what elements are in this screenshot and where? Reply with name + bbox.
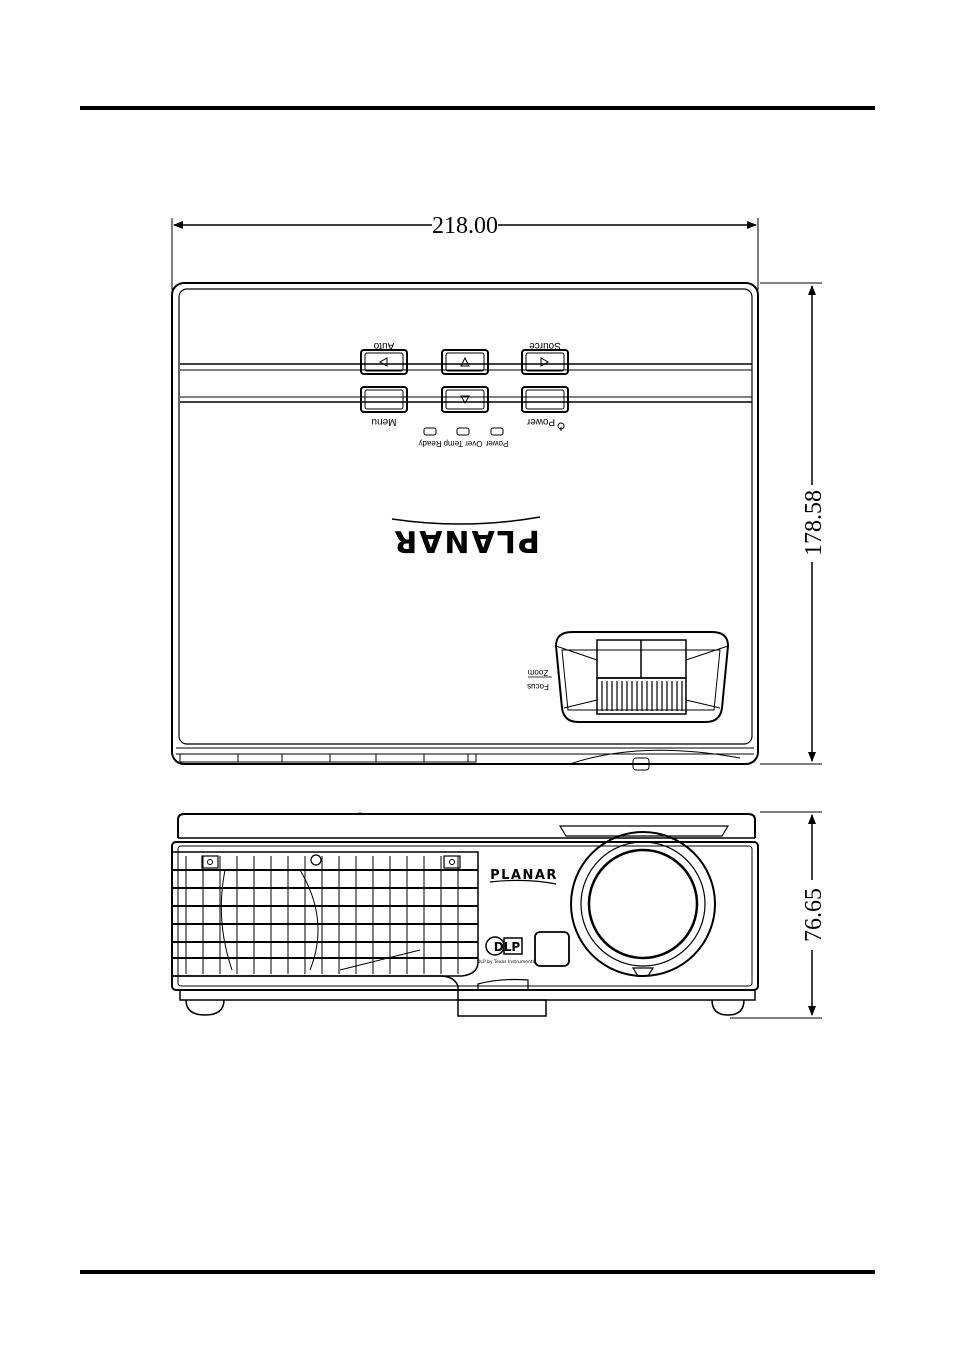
brand-logo-front: PLANAR (490, 868, 558, 883)
ready-led (423, 427, 437, 436)
ir-sensor (310, 854, 322, 866)
top-view-outer-body (171, 282, 759, 765)
height-dimension: 76.65 (730, 811, 827, 1019)
width-value: 218.00 (432, 213, 498, 239)
foot-right (711, 999, 745, 1016)
front-adjust-foot (457, 999, 547, 1017)
front-foot (632, 757, 650, 771)
vent-strip-ticks (237, 754, 469, 762)
fan-arc (220, 869, 233, 971)
brand-swoosh (391, 516, 541, 525)
ready-indicator-label: Ready (418, 439, 441, 448)
top-rule (80, 106, 875, 110)
width-dimension: 218.00 (171, 213, 759, 290)
auto-button[interactable] (360, 349, 408, 375)
menu-label: Menu (371, 416, 396, 427)
height-value: 76.65 (801, 888, 827, 942)
arrow-down-icon (460, 395, 470, 405)
bottom-rule (80, 1270, 875, 1274)
foot-left (185, 999, 225, 1016)
arrow-up-icon (460, 356, 470, 367)
foot-curve (569, 749, 741, 765)
top-view (171, 282, 759, 771)
focus-ring[interactable] (596, 677, 687, 715)
front-base (179, 990, 756, 1001)
power-button[interactable] (521, 386, 569, 413)
ir-window (534, 931, 570, 967)
up-button[interactable] (441, 349, 489, 375)
power-led (490, 427, 504, 436)
vent-grille (172, 851, 479, 977)
screw-left (201, 855, 219, 869)
menu-button[interactable] (360, 386, 408, 413)
power-indicator-label: Power (485, 439, 508, 448)
depth-dimension: 178.58 (760, 282, 827, 765)
lens-module-top (554, 631, 730, 723)
auto-label: Auto (373, 340, 394, 351)
focus-label: Focus (527, 682, 549, 691)
dlp-logo (485, 936, 523, 956)
brand-logo-top: PLANAR (392, 523, 540, 558)
arrow-left-icon (378, 357, 388, 367)
lens-release (477, 978, 529, 991)
front-view-top-cover (177, 813, 756, 838)
top-slot (558, 825, 730, 837)
front-view-labels: PLANAR DLP DLP by Texas Instruments (477, 868, 558, 965)
source-label: Source (529, 340, 561, 351)
arrow-right-icon (540, 357, 550, 367)
depth-value: 178.58 (801, 490, 827, 556)
front-lens (570, 831, 716, 977)
dlp-logo-text: DLP (494, 940, 521, 954)
top-view-labels: Auto Source Menu Power Ready Over Temp P… (371, 340, 565, 691)
front-view-body (171, 841, 759, 991)
brand-swoosh-front (489, 879, 557, 885)
power-icon (557, 422, 565, 431)
screw-right (443, 855, 461, 869)
top-view-inner-body (178, 288, 753, 745)
front-view (171, 812, 759, 1017)
source-button[interactable] (521, 349, 569, 375)
power-label: Power (526, 416, 555, 427)
top-view-vent-strip (179, 753, 477, 763)
over-temp-indicator-label: Over Temp (443, 439, 483, 448)
over-temp-led (456, 427, 470, 436)
dlp-tagline: DLP by Texas Instruments (477, 959, 536, 965)
zoom-label: Zoom (527, 668, 548, 677)
down-button[interactable] (441, 386, 489, 413)
